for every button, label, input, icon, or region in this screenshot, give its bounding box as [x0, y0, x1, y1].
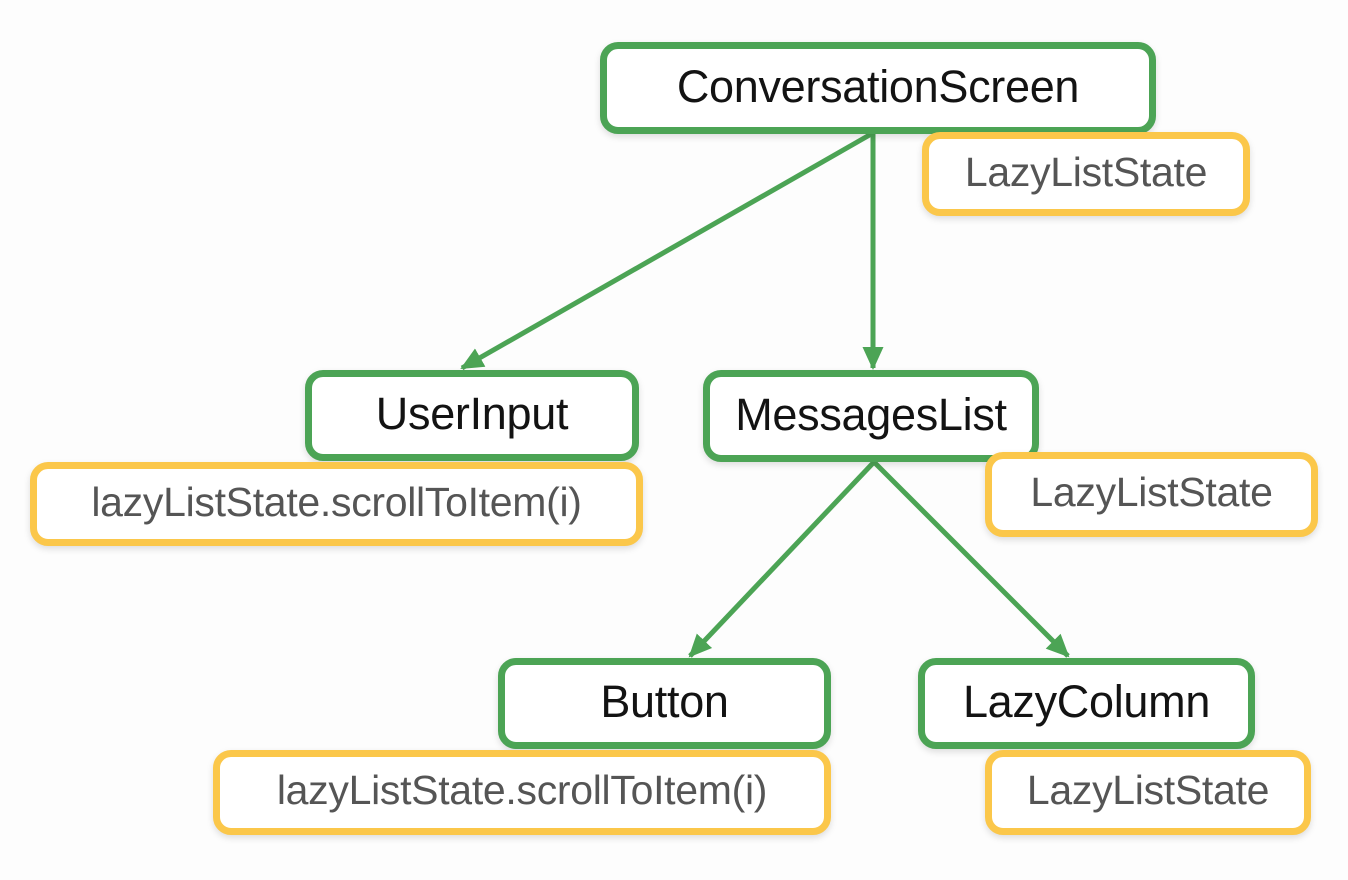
node-conversation-screen[interactable]: ConversationScreen — [600, 42, 1156, 134]
node-user-input[interactable]: UserInput — [305, 370, 639, 461]
node-label-conversation-screen-state: LazyListState — [964, 148, 1208, 195]
node-label-lazy-column: LazyColumn — [962, 676, 1211, 727]
node-label-lazy-column-state: LazyListState — [1026, 767, 1270, 813]
node-label-user-input: UserInput — [375, 388, 569, 439]
node-label-conversation-screen: ConversationScreen — [676, 60, 1080, 112]
node-user-input-state[interactable]: lazyListState.scrollToItem(i) — [30, 462, 643, 546]
edge-conversation-to-userinput — [460, 130, 875, 371]
node-label-messages-list: MessagesList — [735, 388, 1007, 440]
node-conversation-screen-state[interactable]: LazyListState — [922, 132, 1250, 216]
node-button-state[interactable]: lazyListState.scrollToItem(i) — [213, 750, 831, 835]
node-messages-list-state[interactable]: LazyListState — [985, 452, 1318, 537]
node-lazy-column[interactable]: LazyColumn — [918, 658, 1255, 749]
node-label-button-state: lazyListState.scrollToItem(i) — [276, 767, 768, 813]
node-lazy-column-state[interactable]: LazyListState — [985, 750, 1311, 835]
node-button[interactable]: Button — [498, 658, 831, 749]
edge-messageslist-to-button — [688, 460, 876, 658]
node-messages-list[interactable]: MessagesList — [703, 370, 1039, 462]
node-label-user-input-state: lazyListState.scrollToItem(i) — [91, 478, 582, 525]
node-label-messages-list-state: LazyListState — [1030, 469, 1273, 515]
node-label-button: Button — [600, 676, 729, 727]
